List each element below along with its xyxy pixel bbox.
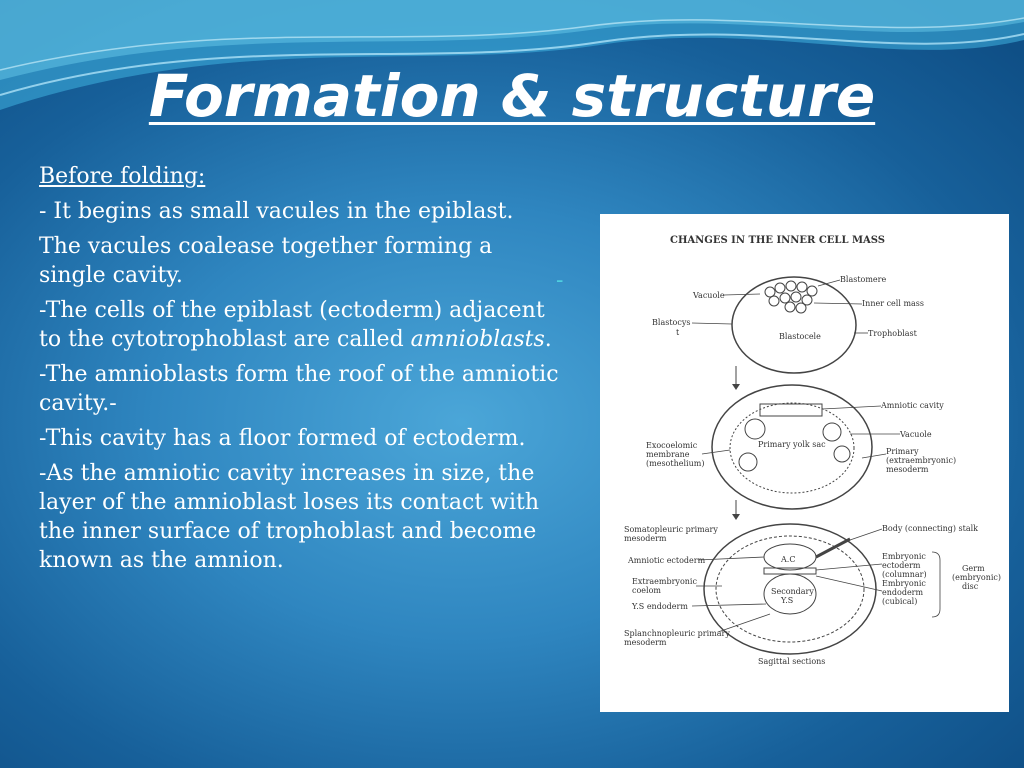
section-heading: Before folding: <box>39 164 206 189</box>
label-exocoelomic-3: (mesothelium) <box>646 459 704 468</box>
stage3-inner <box>715 535 865 643</box>
slide-title: Formation & structure <box>148 62 876 130</box>
inner-cell-mass-diagram: CHANGES IN THE INNER CELL MASS Blastomer… <box>624 235 1001 666</box>
label-splanch-2: mesoderm <box>624 638 667 647</box>
label-primary-meso-3: mesoderm <box>886 465 929 474</box>
stage3-germ-disc <box>763 567 817 575</box>
stage3-yolk-sac <box>763 573 817 615</box>
paragraph-3-period: . <box>544 327 552 352</box>
label-extra-coelom-2: coelom <box>632 586 661 595</box>
paragraph-5: -This cavity has a floor formed of ectod… <box>39 426 526 451</box>
paragraph-1: - It begins as small vacules in the epib… <box>39 199 514 224</box>
label-somato-2: mesoderm <box>624 534 667 543</box>
label-emb-ecto-1: Embryonic <box>882 552 926 561</box>
label-blastocele: Blastocele <box>779 332 821 341</box>
paragraph-3: -The cells of the epiblast (ectoderm) ad… <box>39 296 564 354</box>
stray-dash: - <box>556 268 564 293</box>
label-amniotic-ectoderm: Amniotic ectoderm <box>627 556 706 565</box>
label-amniotic-cavity: Amniotic cavity <box>880 401 944 410</box>
label-exocoelomic-2: membrane <box>646 450 690 459</box>
label-inner-cell-mass: Inner cell mass <box>862 299 924 308</box>
inner-cell-mass-cluster <box>764 280 818 314</box>
label-emb-endo-2: endoderm <box>882 588 924 597</box>
label-exocoelomic-1: Exocoelomic <box>646 441 698 450</box>
stage2-amnion <box>759 403 823 417</box>
paragraph-4: -The amnioblasts form the roof of the am… <box>39 362 559 416</box>
label-primary-meso-2: (extraembryonic) <box>886 456 956 465</box>
label-secondary-1: Secondary <box>771 587 814 596</box>
label-germ-1: Germ <box>962 564 985 573</box>
label-germ-3: disc <box>962 582 979 591</box>
label-ac: A.C <box>780 555 795 564</box>
label-vacuole-2: Vacuole <box>899 430 932 439</box>
stage2-outer <box>711 384 873 510</box>
paragraph-6: -As the amniotic cavity increases in siz… <box>39 461 540 573</box>
label-secondary-2: Y.S <box>780 596 793 605</box>
label-body-stalk: Body (connecting) stalk <box>882 524 978 533</box>
label-primary-yolk-sac: Primary yolk sac <box>758 440 826 449</box>
label-emb-endo-3: (cubical) <box>882 597 917 606</box>
label-blastocyst-t: t <box>676 328 680 337</box>
label-blastocyst: Blastocys <box>652 318 690 327</box>
amnioblasts-term: amnioblasts <box>410 327 545 352</box>
diagram-figure: CHANGES IN THE INNER CELL MASS Blastomer… <box>600 214 1009 712</box>
blastocyst-outline <box>731 276 857 374</box>
label-ys-endoderm: Y.S endoderm <box>631 602 688 611</box>
label-blastomere: Blastomere <box>840 275 886 284</box>
label-emb-endo-1: Embryonic <box>882 579 926 588</box>
label-primary-meso-1: Primary <box>886 447 919 456</box>
label-trophoblast: Trophoblast <box>868 329 918 338</box>
decorative-wave <box>0 0 1024 110</box>
body-text: Before folding: - It begins as small vac… <box>39 162 564 581</box>
label-emb-ecto-3: (columnar) <box>882 570 927 579</box>
paragraph-3-text: -The cells of the epiblast (ectoderm) ad… <box>39 298 545 352</box>
stage3-outer <box>703 523 877 655</box>
label-extra-coelom-1: Extraembryonic <box>632 577 697 586</box>
paragraph-2: The vacules coalease together forming a … <box>39 234 493 288</box>
label-vacuole: Vacuole <box>692 291 725 300</box>
label-somato-1: Somatopleuric primary <box>624 525 718 534</box>
stage2-inner <box>729 402 855 494</box>
label-splanch-1: Splanchnopleuric primary <box>624 629 730 638</box>
label-emb-ecto-2: ectoderm <box>882 561 921 570</box>
label-germ-2: (embryonic) <box>952 573 1001 582</box>
figure-title: CHANGES IN THE INNER CELL MASS <box>670 235 885 246</box>
label-sagittal: Sagittal sections <box>758 657 825 666</box>
